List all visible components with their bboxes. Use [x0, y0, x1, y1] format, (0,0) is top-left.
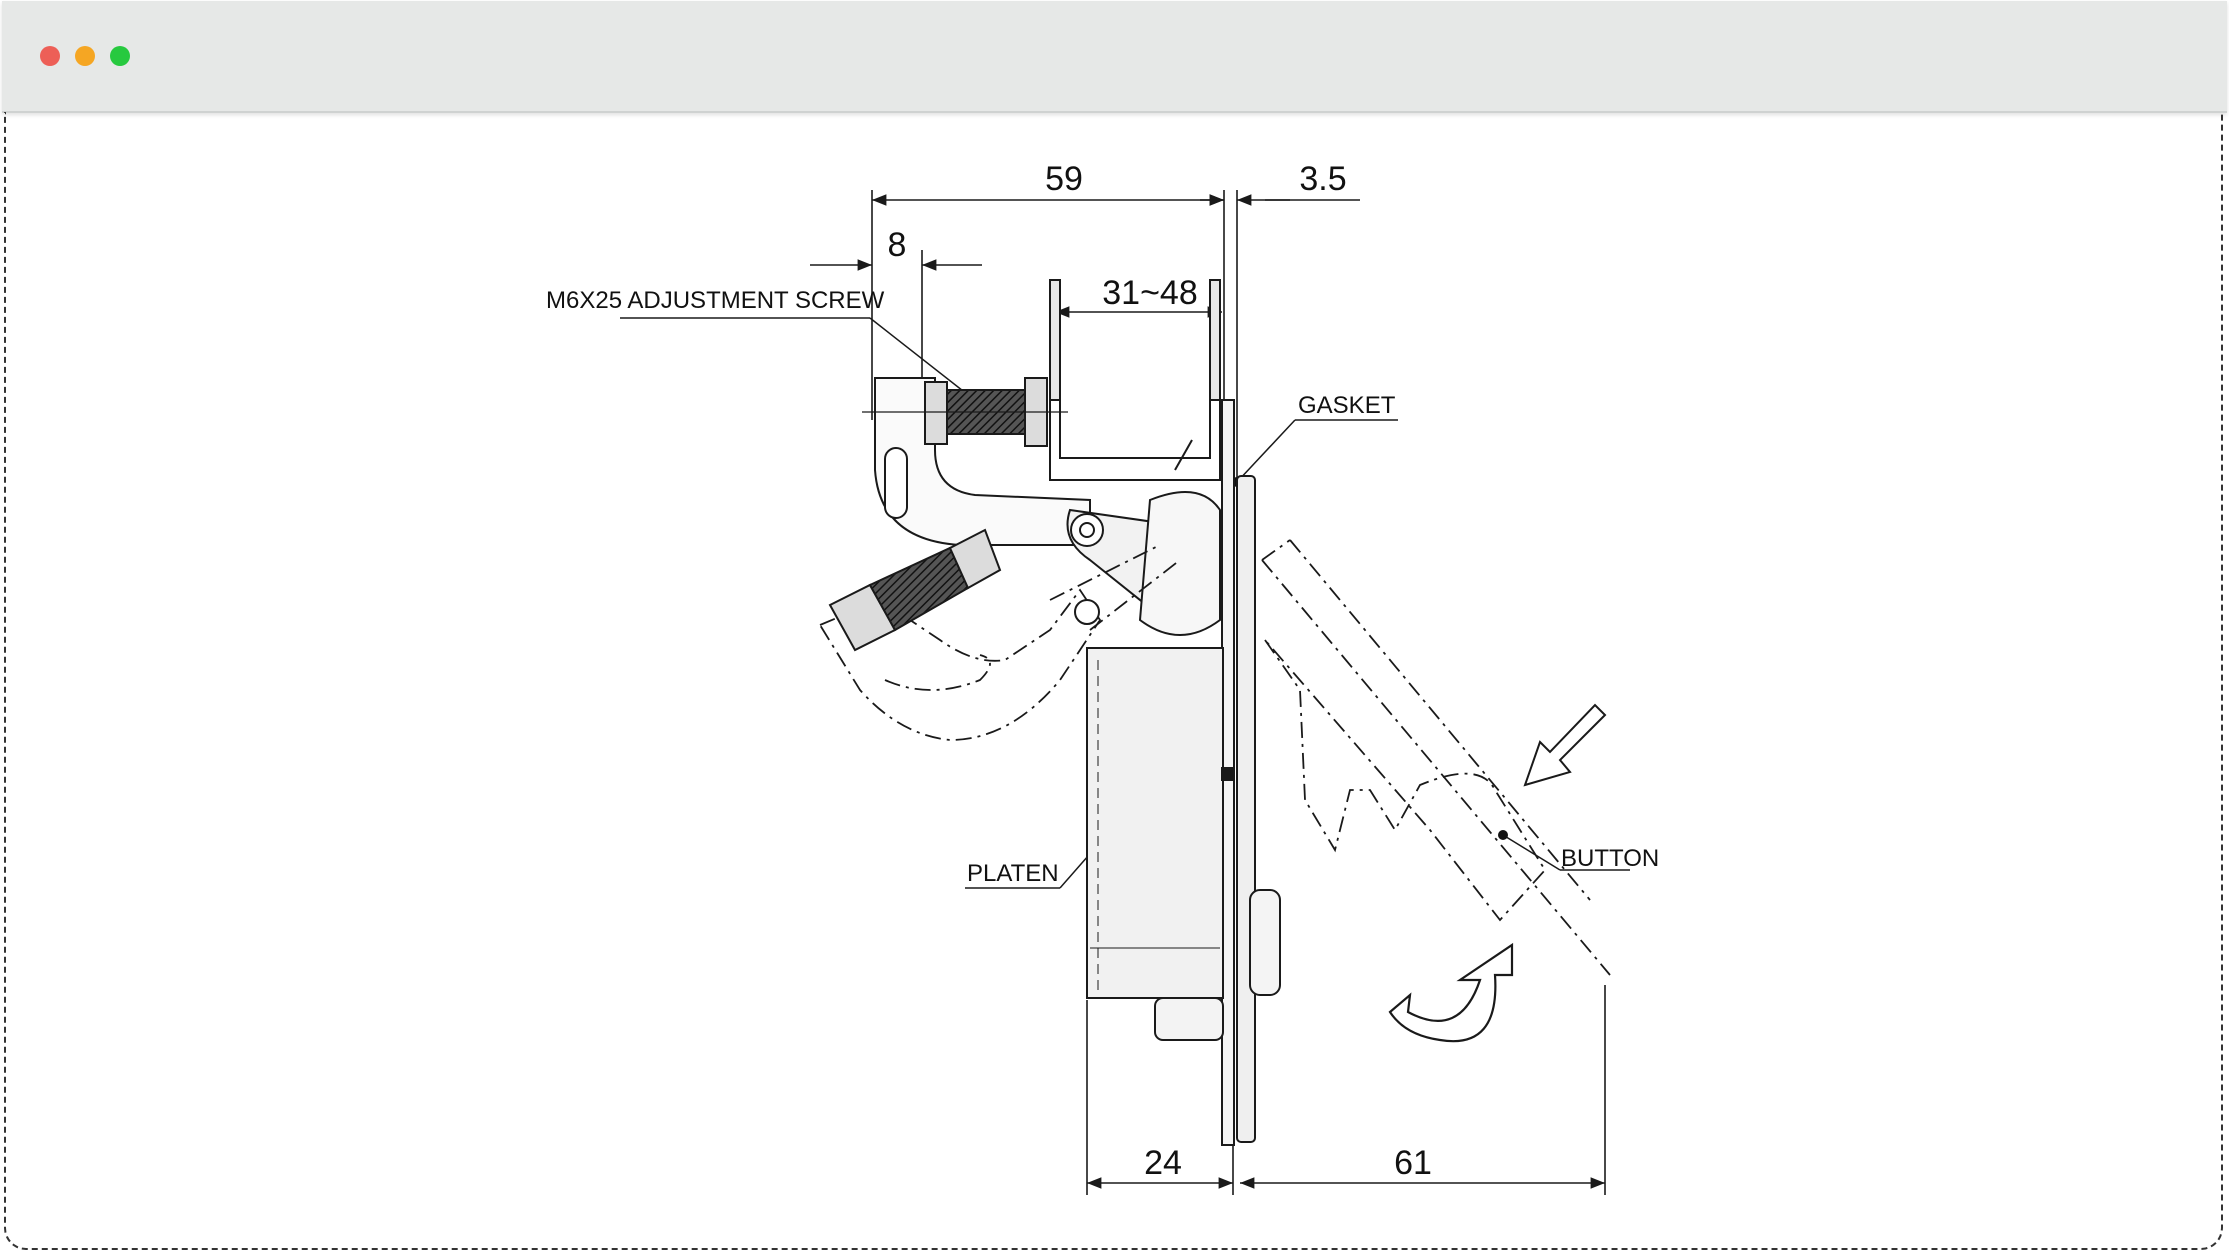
dim-3-5: 3.5 — [1299, 160, 1346, 198]
dim-8: 8 — [888, 226, 907, 264]
label-button: BUTTON — [1561, 845, 1659, 872]
swung-screw — [828, 528, 1100, 652]
maximize-button[interactable] — [110, 46, 130, 66]
open-position-phantom — [818, 539, 1611, 976]
close-button[interactable] — [40, 46, 60, 66]
title-bar — [2, 1, 2227, 113]
dim-61: 61 — [1394, 1144, 1432, 1182]
label-platen: PLATEN — [967, 860, 1059, 887]
dim-24: 24 — [1144, 1144, 1182, 1182]
latch-mechanism — [862, 279, 1281, 1146]
label-adjustment-screw: M6X25 ADJUSTMENT SCREW — [546, 287, 885, 314]
dimension-values: 59 3.5 8 31~48 24 61 — [888, 160, 1432, 1182]
dim-31-48: 31~48 — [1102, 274, 1198, 312]
minimize-button[interactable] — [75, 46, 95, 66]
press-arrow-icon — [1523, 703, 1607, 787]
content-frame — [4, 112, 2223, 1250]
label-leaders — [620, 317, 1630, 889]
part-labels: M6X25 ADJUSTMENT SCREW GASKET PLATEN BUT… — [546, 287, 1659, 887]
rotate-arrow-icon — [1388, 942, 1514, 1043]
dim-59: 59 — [1045, 160, 1083, 198]
label-gasket: GASKET — [1298, 392, 1396, 419]
